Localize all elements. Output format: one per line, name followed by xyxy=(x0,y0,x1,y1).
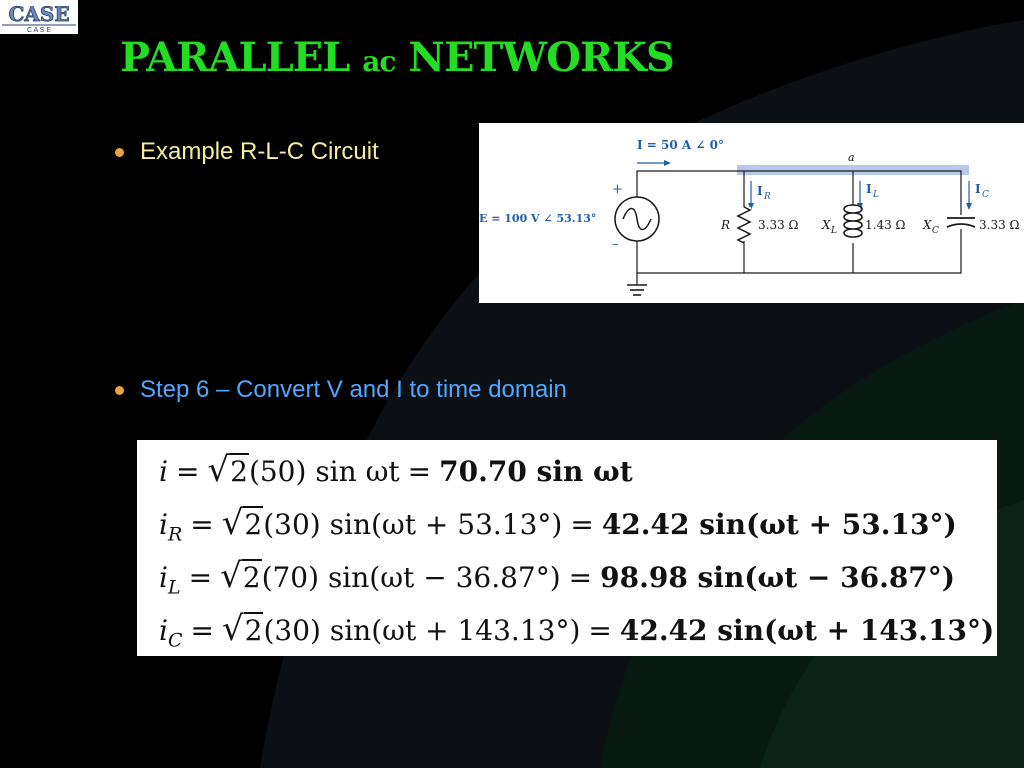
eq-lhs: i xyxy=(159,455,168,488)
current-ir-label: I xyxy=(757,184,763,198)
current-il-label: I xyxy=(866,182,872,196)
inductor-label-sub: L xyxy=(830,226,837,236)
eq-equals: = xyxy=(188,561,213,594)
sqrt-2: √2 xyxy=(207,450,249,490)
equation-i: i = √2 (50) sin ωt = 70.70 sin ωt xyxy=(159,450,633,493)
capacitor-value: 3.33 Ω xyxy=(979,218,1020,232)
source-current-label: I = 50 A ∠ 0° xyxy=(637,138,724,152)
source-minus: – xyxy=(612,237,619,252)
eq-equals: = xyxy=(190,614,214,647)
eq-lhs: iR xyxy=(159,508,183,546)
equation-ir: iR = √2 (30) sin(ωt + 53.13°) = 42.42 si… xyxy=(159,503,957,546)
eq-equals: = xyxy=(175,455,200,488)
resistor-icon xyxy=(736,206,752,244)
eq-factor: (30) sin(ωt + 53.13°) xyxy=(263,508,563,541)
time-domain-equations: i = √2 (50) sin ωt = 70.70 sin ωt iR = √… xyxy=(137,440,997,656)
inductor-label: X xyxy=(821,218,831,232)
eq-equals: = xyxy=(570,508,594,541)
current-il-sub: L xyxy=(872,190,879,200)
bullet-step-6: Step 6 – Convert V and I to time domain xyxy=(115,376,567,404)
logo-text: CASE xyxy=(8,2,69,26)
eq-result: 70.70 sin ωt xyxy=(439,455,633,488)
resistor-label: R xyxy=(720,218,730,232)
bullet-example-circuit: Example R-L-C Circuit xyxy=(115,138,379,166)
equation-ic: iC = √2 (30) sin(ωt + 143.13°) = 42.42 s… xyxy=(159,609,994,652)
eq-result: 98.98 sin(ωt − 36.87°) xyxy=(600,561,956,594)
sqrt-2: √2 xyxy=(221,609,264,649)
current-ir-sub: R xyxy=(763,192,771,202)
eq-equals: = xyxy=(588,614,612,647)
current-ic-sub: C xyxy=(982,190,989,200)
eq-result: 42.42 sin(ωt + 53.13°) xyxy=(601,508,957,541)
eq-equals: = xyxy=(568,561,593,594)
bullet-dot xyxy=(115,385,124,395)
title-word-networks: NETWORKS xyxy=(408,34,674,81)
title-word-ac: ac xyxy=(362,45,396,78)
logo-subtext: C A S E xyxy=(27,27,51,34)
circuit-diagram-panel: I = 50 A ∠ 0° a + – E = 100 V ∠ 53.13° I… xyxy=(479,123,1024,303)
eq-factor: (30) sin(ωt + 143.13°) xyxy=(263,614,581,647)
bullet-text: Example R-L-C Circuit xyxy=(140,138,379,165)
rlc-circuit-diagram: I = 50 A ∠ 0° a + – E = 100 V ∠ 53.13° I… xyxy=(479,138,1020,296)
node-a-highlight xyxy=(737,165,969,175)
circuit-wires xyxy=(636,170,962,274)
source-plus: + xyxy=(612,182,623,197)
slide-title: PARALLEL ac NETWORKS xyxy=(120,34,675,81)
current-ic-label: I xyxy=(975,182,981,196)
eq-equals: = xyxy=(407,455,432,488)
inductor-value: 1.43 Ω xyxy=(865,218,906,232)
title-word-parallel: PARALLEL xyxy=(120,34,350,81)
sqrt-2: √2 xyxy=(221,503,264,543)
eq-equals: = xyxy=(190,508,214,541)
bullet-text: Step 6 – Convert V and I to time domain xyxy=(140,376,567,403)
sqrt-2: √2 xyxy=(220,556,262,596)
inductor-icon xyxy=(843,204,863,238)
capacitor-label: X xyxy=(922,218,932,232)
resistor-value: 3.33 Ω xyxy=(758,218,799,232)
eq-lhs: iL xyxy=(159,561,181,599)
eq-lhs: iC xyxy=(159,614,183,652)
case-logo: CASE C A S E xyxy=(0,0,78,34)
bullet-dot xyxy=(115,147,124,157)
equation-il: iL = √2 (70) sin(ωt − 36.87°) = 98.98 si… xyxy=(159,556,955,599)
eq-factor: (50) sin ωt xyxy=(248,455,400,488)
eq-result: 42.42 sin(ωt + 143.13°) xyxy=(619,614,995,647)
capacitor-label-sub: C xyxy=(932,226,939,236)
eq-factor: (70) sin(ωt − 36.87°) xyxy=(261,561,561,594)
source-voltage-label: E = 100 V ∠ 53.13° xyxy=(479,212,596,225)
node-a-label: a xyxy=(848,151,855,164)
